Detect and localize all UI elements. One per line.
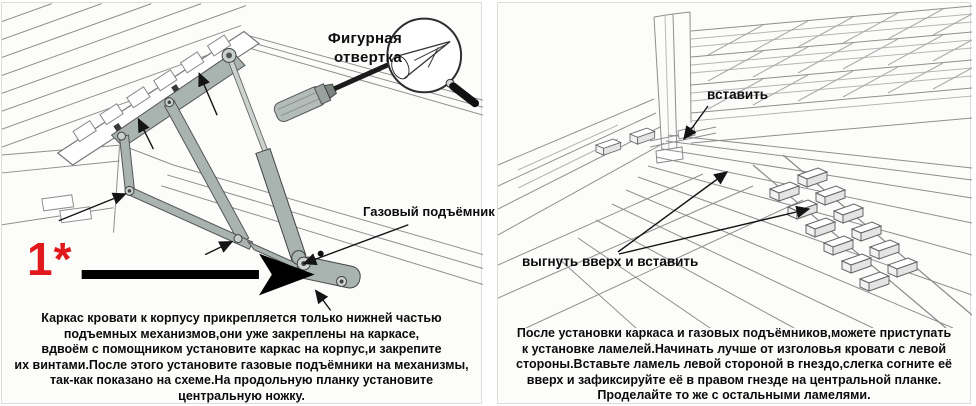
left-caption: Каркас кровати к корпусу прикрепляется т… [14,311,469,403]
corner-post [653,11,692,164]
gas-lift-label: Газовый подъёмник [363,204,495,219]
pivot-bolts [117,47,243,244]
step-1-big-arrow [81,253,315,296]
phillips-tip [396,40,451,79]
right-instruction-panel: вставить выгнуть вверх и вставить После … [497,2,972,404]
headboard-boards [690,5,972,144]
lamella-installation-drawing [498,5,972,328]
insert-pointer [683,105,709,141]
front-link-arm [118,134,135,193]
floor-rails [498,134,972,328]
callout-arrows [58,72,409,311]
insert-label: вставить [707,87,769,102]
central-plank [595,127,972,328]
side-wall [498,98,665,236]
bend-pointer-1 [617,171,729,253]
right-caption: После установки каркаса и газовых подъём… [516,326,952,402]
bed-lift-mechanism-drawing [2,3,483,311]
lid-slats-hatching [2,3,247,148]
left-instruction-panel: Фигурная отвертка Газовый подъёмник 1* К… [1,2,495,404]
frame-rails [161,33,483,285]
slat-slot-rail [649,126,717,148]
callout-arrows [617,105,811,255]
screwdriver-icon [273,59,396,123]
screwdriver-label: Фигурная отвертка [327,30,402,66]
gas-lift-pointer [302,224,409,266]
bed-body-corner [2,144,174,233]
step-1-marker: 1* [27,233,73,285]
bend-pointer-2 [618,205,811,255]
bend-up-label: выгнуть вверх и вставить [522,254,699,269]
magnifier-icon [386,17,480,108]
lid-edge-board [56,30,260,166]
